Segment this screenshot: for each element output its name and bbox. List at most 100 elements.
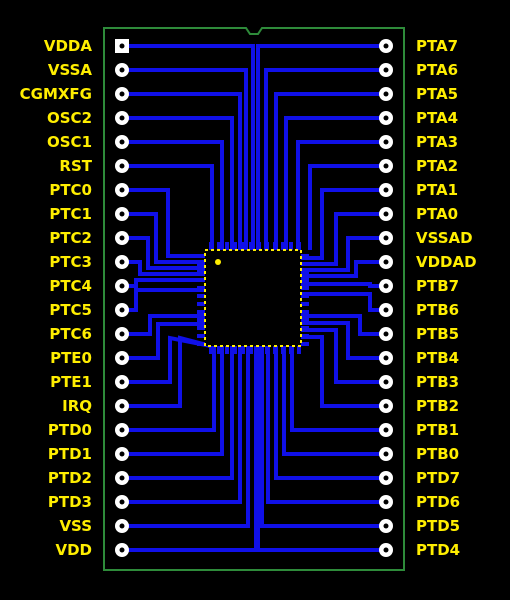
pin-label-right-3: PTA5 (416, 85, 458, 103)
pin-label-right-13: PTB5 (416, 325, 459, 343)
pad-right-17-hole (383, 427, 389, 433)
pad-left-5-hole (119, 139, 125, 145)
trace-right-21 (260, 346, 386, 528)
pin-label-right-14: PTB4 (416, 349, 459, 367)
trace-left-4 (122, 116, 234, 250)
trace-right-18 (282, 346, 386, 456)
pad-right-5-hole (383, 139, 389, 145)
trace-right-10 (301, 260, 386, 278)
pin-label-left-8: PTC1 (49, 205, 92, 223)
pin-label-left-16: IRQ (62, 397, 92, 415)
pad-right-22-hole (383, 547, 389, 553)
pad-right-16-hole (383, 403, 389, 409)
pad-left-15-hole (119, 379, 125, 385)
trace-right-11 (301, 282, 386, 288)
trace-left-3 (122, 92, 242, 250)
trace-left-13 (122, 314, 205, 336)
pad-left-9-hole (119, 235, 125, 241)
pin-label-right-11: PTB7 (416, 277, 459, 295)
pin-label-right-19: PTD7 (416, 469, 460, 487)
pad-right-6-hole (383, 163, 389, 169)
pad-right-14-hole (383, 355, 389, 361)
trace-right-7 (301, 188, 386, 260)
trace-left-2 (122, 68, 248, 250)
pad-left-21-hole (119, 523, 125, 529)
trace-right-9 (301, 236, 386, 272)
pin-label-left-11: PTC4 (49, 277, 92, 295)
trace-right-1 (256, 44, 386, 250)
pin1-dot-icon (215, 259, 221, 265)
pad-left-10-hole (119, 259, 125, 265)
pin-label-right-18: PTB0 (416, 445, 459, 463)
trace-left-21 (122, 346, 250, 528)
pad-left-4-hole (119, 115, 125, 121)
ic-chip (204, 249, 302, 347)
pin-label-right-6: PTA2 (416, 157, 458, 175)
pin-label-left-10: PTC3 (49, 253, 92, 271)
pin-label-right-15: PTB3 (416, 373, 459, 391)
pin-label-left-13: PTC6 (49, 325, 92, 343)
pad-left-14-hole (119, 355, 125, 361)
pad-left-16-hole (119, 403, 125, 409)
pin-label-left-4: OSC2 (47, 109, 92, 127)
pin-label-left-22: VDD (55, 541, 92, 559)
pad-left-17-hole (119, 427, 125, 433)
pad-right-13-hole (383, 331, 389, 337)
trace-left-6 (122, 164, 214, 250)
trace-right-5 (296, 140, 386, 250)
trace-left-10 (122, 260, 205, 276)
pin-label-left-19: PTD2 (48, 469, 92, 487)
pad-right-4-hole (383, 115, 389, 121)
trace-left-8 (122, 212, 205, 264)
pad-left-12-hole (119, 307, 125, 313)
pin-label-left-18: PTD1 (48, 445, 92, 463)
trace-right-22 (254, 346, 386, 552)
pad-right-15-hole (383, 379, 389, 385)
pad-right-12-hole (383, 307, 389, 313)
trace-left-20 (122, 346, 242, 504)
pin-label-right-22: PTD4 (416, 541, 460, 559)
pad-right-19-hole (383, 475, 389, 481)
pin-label-right-1: PTA7 (416, 37, 458, 55)
trace-left-12 (122, 288, 205, 312)
pin-label-right-5: PTA3 (416, 133, 458, 151)
trace-right-8 (301, 212, 386, 266)
pin-label-right-16: PTB2 (416, 397, 459, 415)
pin-label-left-15: PTE1 (50, 373, 92, 391)
pin-label-left-14: PTE0 (50, 349, 92, 367)
trace-left-1 (122, 44, 255, 250)
pin-label-left-20: PTD3 (48, 493, 92, 511)
pad-right-1-hole (383, 43, 389, 49)
pad-left-2-hole (119, 67, 125, 73)
pin-label-right-9: VSSAD (416, 229, 473, 247)
trace-right-3 (274, 92, 386, 250)
pad-left-20-hole (119, 499, 125, 505)
pin-label-left-1: VDDA (44, 37, 93, 55)
pin-label-left-6: RST (59, 157, 92, 175)
trace-left-19 (122, 346, 234, 480)
pin-label-left-21: VSS (59, 517, 92, 535)
pad-right-10-hole (383, 259, 389, 265)
trace-left-5 (122, 140, 224, 250)
trace-right-14 (301, 321, 386, 360)
pad-right-7-hole (383, 187, 389, 193)
pad-right-21-hole (383, 523, 389, 529)
trace-left-7 (122, 188, 205, 258)
trace-left-11 (122, 278, 205, 288)
pad-left-6-hole (119, 163, 125, 169)
pin-label-right-4: PTA4 (416, 109, 458, 127)
pin-label-left-5: OSC1 (47, 133, 92, 151)
trace-left-9 (122, 236, 205, 270)
pad-right-18-hole (383, 451, 389, 457)
trace-right-16 (301, 335, 386, 408)
trace-left-16 (122, 335, 212, 408)
pin-label-left-7: PTC0 (49, 181, 92, 199)
pad-left-18-hole (119, 451, 125, 457)
trace-left-14 (122, 322, 205, 360)
pad-left-22-hole (119, 547, 125, 553)
trace-left-22 (122, 346, 260, 552)
pad-right-3-hole (383, 91, 389, 97)
pin-label-right-7: PTA1 (416, 181, 458, 199)
pad-right-2-hole (383, 67, 389, 73)
pad-left-8-hole (119, 211, 125, 217)
